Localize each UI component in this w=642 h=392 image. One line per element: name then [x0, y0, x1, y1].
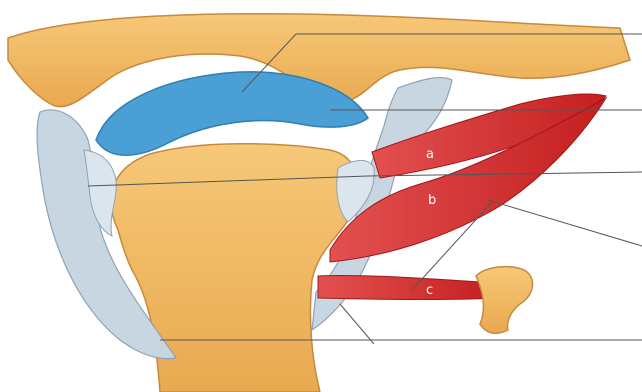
label-a: a	[426, 147, 434, 162]
small-bone	[476, 267, 533, 334]
muscle-c	[318, 275, 498, 299]
leader-line-neck	[340, 304, 374, 344]
leader-line-muscle	[488, 200, 642, 246]
label-c: c	[426, 283, 433, 298]
label-b: b	[428, 193, 436, 208]
